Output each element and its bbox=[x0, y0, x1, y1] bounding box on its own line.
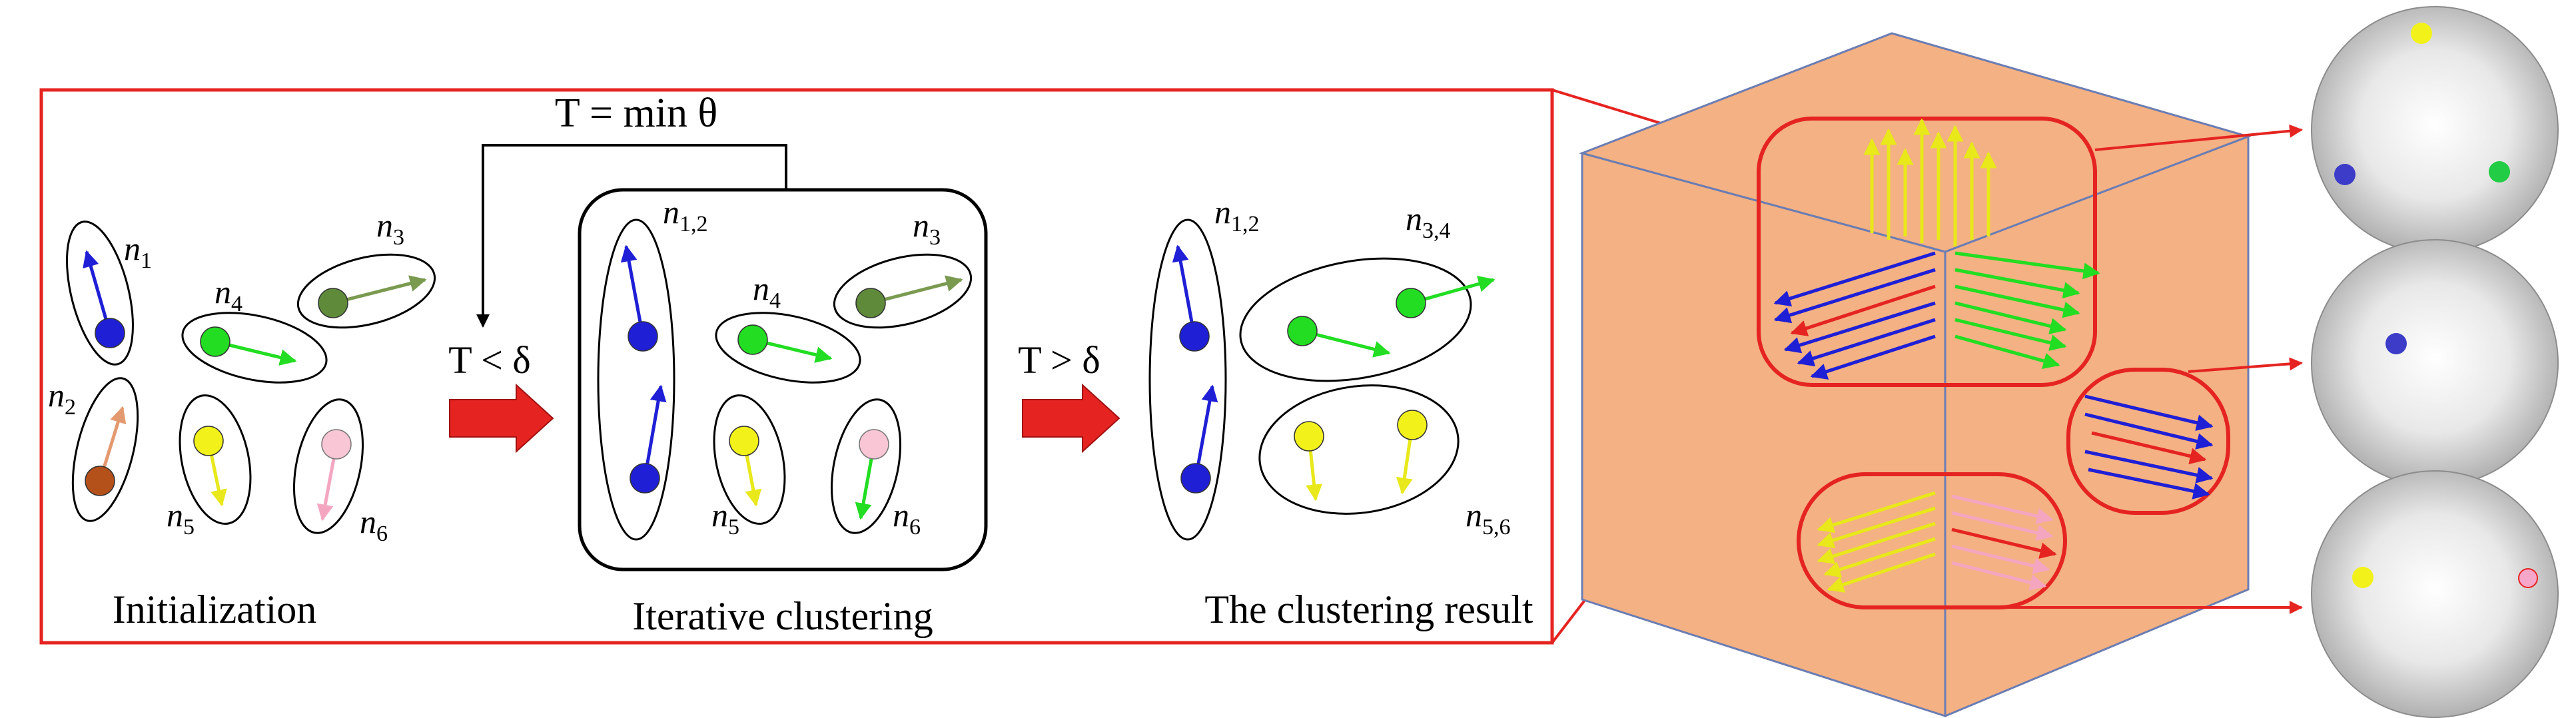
feedback-loop: T = min θ bbox=[476, 91, 787, 328]
sphere-3-pink-point bbox=[2518, 568, 2538, 588]
point-n5 bbox=[193, 426, 224, 456]
sphere-1-green-point bbox=[2489, 161, 2510, 182]
point-n1-result bbox=[1179, 321, 1210, 352]
sphere-1-blue-point bbox=[2334, 164, 2356, 185]
process-frame bbox=[39, 88, 1554, 645]
cluster-n4 bbox=[181, 312, 328, 384]
flow-arrow-2 bbox=[1022, 383, 1120, 454]
point-n4-iter bbox=[737, 324, 768, 355]
label-n4: n4 bbox=[215, 273, 242, 316]
sphere-1-yellow-point bbox=[2411, 23, 2432, 44]
cluster-n6-iter bbox=[830, 398, 902, 534]
caption-initialization: Initialization bbox=[113, 587, 317, 631]
point-n5-iter bbox=[729, 426, 759, 456]
cluster-n5 bbox=[179, 394, 252, 525]
point-n6-iter bbox=[859, 429, 889, 460]
connector-sphere-2 bbox=[2188, 357, 2303, 373]
bottom-left-vectors bbox=[1817, 491, 1936, 593]
flow-arrow-1 bbox=[449, 383, 554, 454]
label-n12-result: n1,2 bbox=[1214, 193, 1260, 236]
condition-less: T < δ bbox=[448, 338, 530, 382]
sphere-2 bbox=[2311, 239, 2559, 487]
initialization-group: n1 n2 n3 n4 n5 n6 Initialization bbox=[48, 206, 436, 631]
vector-n1-result bbox=[1172, 244, 1196, 337]
point-n3-iter bbox=[855, 288, 886, 318]
upward-vectors bbox=[1863, 118, 1997, 246]
vector-n3 bbox=[332, 275, 427, 305]
label-n34-result: n3,4 bbox=[1406, 200, 1451, 243]
point-n3 bbox=[318, 288, 348, 318]
label-n56-result: n5,6 bbox=[1466, 496, 1511, 539]
point-n6-result bbox=[1397, 410, 1428, 440]
cluster-n3-iter bbox=[833, 253, 973, 329]
sphere-2-blue-point bbox=[2385, 333, 2407, 354]
label-n5: n5 bbox=[167, 496, 195, 539]
cube-top-face bbox=[1579, 32, 2252, 253]
point-n5-result bbox=[1294, 421, 1324, 452]
point-n4-result bbox=[1396, 288, 1426, 318]
caption-iterative: Iterative clustering bbox=[632, 594, 933, 638]
point-n4 bbox=[200, 326, 230, 357]
cluster-n3 bbox=[296, 253, 436, 329]
sphere-3-yellow-point bbox=[2352, 567, 2373, 588]
vector-n1-iter bbox=[620, 244, 645, 337]
point-n1 bbox=[95, 318, 125, 348]
vector-n2-result bbox=[1194, 384, 1218, 479]
iteration-box bbox=[578, 188, 988, 571]
point-n2-result bbox=[1180, 463, 1211, 494]
cluster-n5-iter bbox=[713, 394, 786, 525]
cluster-n6 bbox=[292, 398, 364, 534]
right-vectors bbox=[1954, 251, 2100, 370]
cluster-n12-iter bbox=[597, 218, 675, 541]
label-n6-iter: n6 bbox=[893, 496, 921, 539]
point-n3-result bbox=[1287, 316, 1318, 346]
cluster-n4-iter bbox=[715, 312, 861, 384]
sphere-1 bbox=[2311, 6, 2559, 254]
cluster-n1 bbox=[66, 220, 134, 366]
bottom-right-vectors bbox=[1951, 494, 2057, 591]
cube bbox=[1579, 32, 2252, 718]
result-group: n1,2 n3,4 n5,6 The clustering result bbox=[1148, 193, 1533, 631]
cluster-n12-result bbox=[1148, 218, 1227, 541]
caption-result: The clustering result bbox=[1204, 587, 1533, 631]
label-n2: n2 bbox=[48, 376, 76, 420]
point-n2 bbox=[85, 466, 115, 496]
label-n1: n1 bbox=[124, 230, 152, 273]
formula-threshold: T = min θ bbox=[555, 91, 717, 136]
point-n1-iter bbox=[628, 321, 658, 352]
cluster-n56-result bbox=[1258, 384, 1460, 515]
label-n3: n3 bbox=[376, 206, 404, 250]
label-n4-iter: n4 bbox=[753, 270, 781, 313]
label-n12-iter: n1,2 bbox=[663, 193, 708, 236]
point-n6 bbox=[321, 429, 352, 460]
cluster-n2 bbox=[71, 377, 139, 522]
label-n6: n6 bbox=[360, 503, 388, 546]
left-vectors bbox=[1773, 251, 1936, 380]
label-n5-iter: n5 bbox=[711, 496, 739, 539]
label-n3-iter: n3 bbox=[913, 206, 941, 250]
vector-n2-iter bbox=[643, 384, 667, 479]
iterative-group: n1,2 n3 n4 n5 n6 Iterative clustering bbox=[578, 188, 988, 638]
condition-greater: T > δ bbox=[1018, 338, 1100, 382]
right-face-vectors bbox=[2084, 394, 2214, 500]
region-right bbox=[2066, 368, 2230, 515]
connector-sphere-1 bbox=[2094, 124, 2303, 151]
point-n2-iter bbox=[630, 463, 660, 494]
sphere-3 bbox=[2311, 470, 2559, 718]
vector-n3-iter bbox=[870, 275, 963, 305]
cluster-n34-result bbox=[1239, 257, 1472, 382]
